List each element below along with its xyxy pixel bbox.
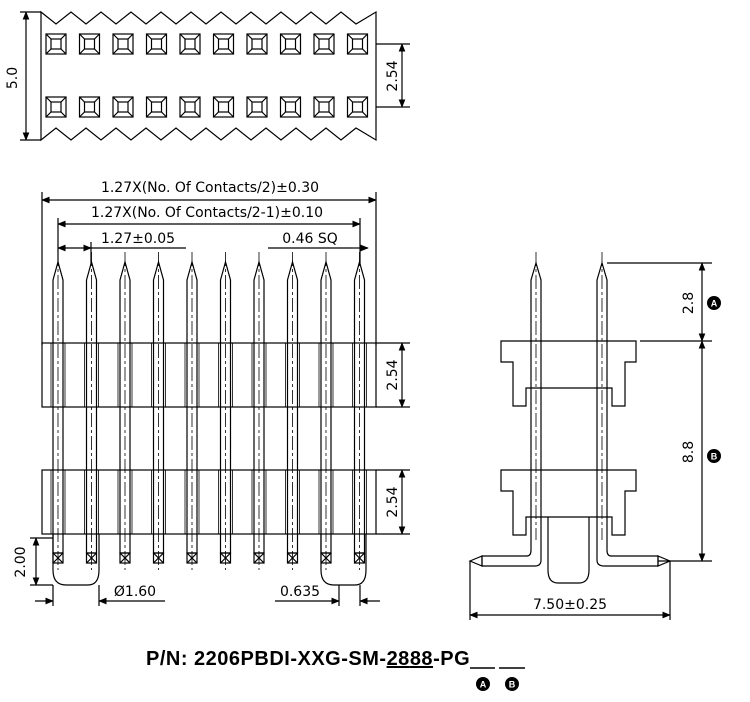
top-pad [313,33,335,55]
front-pin [318,252,334,570]
dim-b-marker: B [707,449,721,463]
dim-a-marker: A [707,296,721,310]
tail-width-label: 0.635 [280,584,320,600]
dim-b-value-label: 8.8 [681,441,697,463]
top-pitch-label: 2.54 [385,60,401,91]
upper-housing-height-label: 2.54 [385,359,401,390]
front-pin [285,252,300,570]
top-pad [212,33,235,55]
front-pin-array [50,252,367,570]
part-number-code-b: 88 [410,648,433,670]
front-pin [218,252,233,570]
code-b-marker: B [505,677,519,691]
svg-text:A: A [480,680,487,690]
top-pad [112,33,134,55]
peg-diameter-label: Ø1.60 [114,584,156,600]
left-peg [52,534,100,586]
front-pin [251,252,267,570]
svg-text:A: A [711,299,718,309]
front-pin [50,252,66,570]
part-number: P/N: 2206PBDI-XXG-SM-2888-PG [146,648,470,670]
span-label: 7.50±0.25 [533,597,607,613]
front-pin [184,252,200,570]
svg-text:B: B [711,452,718,462]
lower-housing [41,469,377,535]
lower-housing-height-label: 2.54 [385,486,401,517]
length-formula-2: 1.27X(No. Of Contacts/2-1)±0.10 [91,205,323,221]
top-pad [145,33,168,55]
side-lower-housing [500,469,637,536]
top-pad [145,96,168,118]
top-pad [45,33,67,55]
top-pad [212,96,235,118]
pin-size-label: 0.46 SQ [282,231,338,247]
top-pad [346,33,369,55]
part-number-code-a: 28 [387,648,410,670]
side-upper-housing [500,340,637,407]
front-pin [352,252,367,570]
top-pad [279,96,302,118]
top-pad [313,96,335,118]
top-pad [246,96,268,118]
top-pad [78,33,101,55]
part-number-prefix: P/N: 2206PBDI-XXG-SM- [146,648,387,670]
top-pad [346,96,369,118]
standoff-label: 2.00 [13,546,29,577]
top-pad [179,96,201,118]
top-pad [179,33,201,55]
front-view [30,192,410,606]
front-pin [151,252,166,570]
top-pad [45,96,67,118]
pitch-label: 1.27±0.05 [101,231,175,247]
top-pad [279,33,302,55]
code-a-marker: A [476,677,490,691]
front-pin [84,252,99,570]
right-peg [320,534,367,586]
top-pad [112,96,134,118]
dim-a-value-label: 2.8 [681,292,697,314]
side-view [468,252,712,620]
top-width-label: 5.0 [5,67,21,89]
front-pin [117,252,133,570]
upper-housing [41,342,377,408]
part-number-suffix: -PG [433,648,470,670]
top-view [20,10,410,142]
top-pad-array [45,33,369,118]
top-view-outline [40,10,377,142]
top-pad [246,33,268,55]
svg-text:B: B [509,680,516,690]
top-pad [78,96,101,118]
length-formula-1: 1.27X(No. Of Contacts/2)±0.30 [101,180,319,196]
